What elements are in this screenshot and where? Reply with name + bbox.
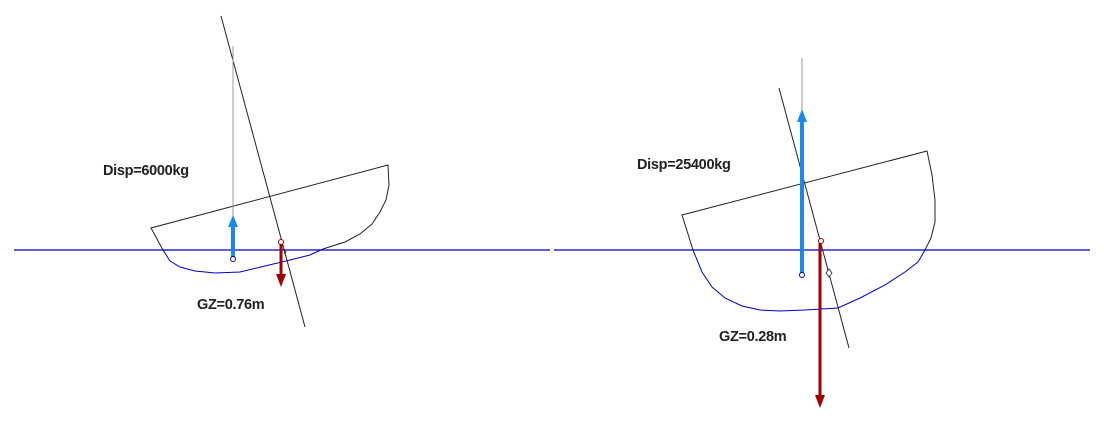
centerline-left xyxy=(220,15,306,328)
arrowhead-up-icon xyxy=(228,215,238,227)
metacenter-marker-right xyxy=(825,268,833,278)
submerged-hull-left xyxy=(162,248,324,274)
arrowhead-up-icon xyxy=(797,109,807,122)
left-diagram xyxy=(14,15,550,328)
right-diagram xyxy=(554,58,1090,408)
displacement-label-right: Disp=25400kg xyxy=(637,157,731,173)
center-of-gravity-right xyxy=(818,238,824,244)
submerged-hull-right xyxy=(692,249,926,312)
arrowhead-down-icon xyxy=(276,274,286,287)
center-of-buoyancy-right xyxy=(799,272,805,278)
gz-label-right: GZ=0.28m xyxy=(719,329,787,345)
centerline-right xyxy=(778,87,850,349)
center-of-buoyancy-left xyxy=(230,256,236,262)
center-of-gravity-left xyxy=(278,239,284,245)
hull-outline-right xyxy=(681,150,936,251)
arrowhead-down-icon xyxy=(815,395,825,408)
displacement-label-left: Disp=6000kg xyxy=(103,163,189,179)
gz-label-left: GZ=0.76m xyxy=(197,297,265,313)
right-angle-marker-left xyxy=(282,248,287,255)
